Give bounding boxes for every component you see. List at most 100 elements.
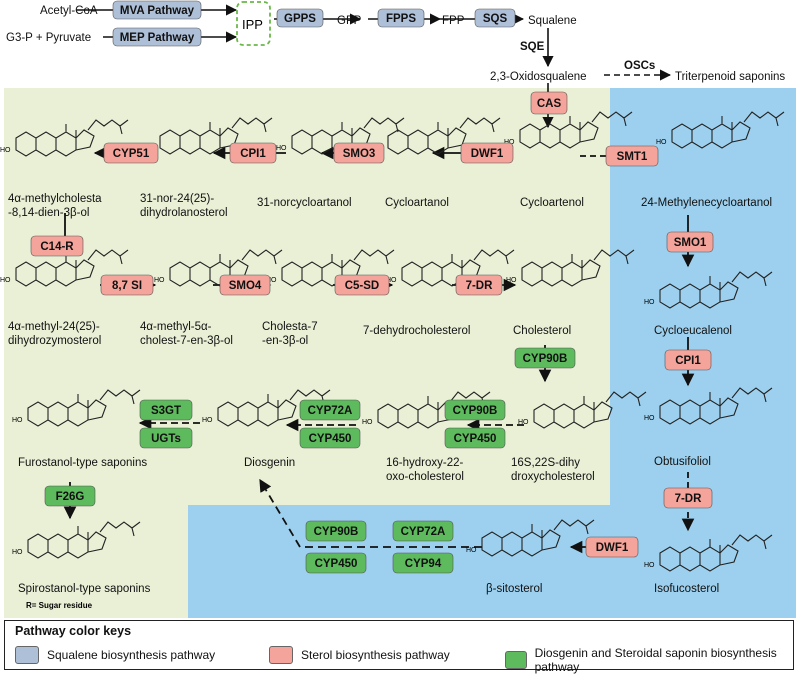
cyp90b-c-badge bbox=[305, 520, 367, 542]
cyp51-badge bbox=[103, 142, 159, 164]
cas-badge-label: CAS bbox=[537, 98, 562, 110]
gpps-badge-label: GPPS bbox=[284, 13, 316, 25]
sterol-swatch bbox=[269, 646, 293, 664]
zymosterol-label-1: 4α-methyl-24(25)- bbox=[8, 321, 100, 333]
obtusifoliol-label: Obtusifoliol bbox=[654, 456, 711, 468]
cyp72a-a-badge-label: CYP72A bbox=[308, 405, 353, 417]
cyp450-b-badge-label: CYP450 bbox=[309, 433, 352, 445]
mep-badge bbox=[112, 27, 202, 47]
ipp-label: IPP bbox=[242, 17, 263, 32]
key-squalene: Squalene biosynthesis pathway bbox=[15, 646, 215, 664]
cpi1-a-badge-label: CPI1 bbox=[240, 148, 266, 160]
c14r-badge-label: C14-R bbox=[40, 241, 74, 253]
cyp450-c-badge-label: CYP450 bbox=[315, 558, 358, 570]
s3gt-badge bbox=[139, 399, 193, 421]
cholest-7-en-label-2: cholest-7-en-3β-ol bbox=[140, 335, 233, 347]
cyp450-b-badge bbox=[299, 427, 361, 449]
smo4-badge bbox=[219, 274, 271, 296]
dr7-a-badge-label: 7-DR bbox=[466, 280, 494, 292]
f26g-badge bbox=[44, 485, 96, 507]
smo1-badge bbox=[666, 231, 714, 253]
cpi1-b-badge-label: CPI1 bbox=[675, 355, 701, 367]
key-title: Pathway color keys bbox=[15, 624, 132, 638]
si87-badge-label: 8,7 SI bbox=[112, 280, 142, 292]
fpps-badge bbox=[377, 8, 425, 28]
squalene-swatch bbox=[15, 646, 39, 664]
dihydroxy-label-1: 16S,22S-dihy bbox=[511, 457, 580, 469]
oxo-label-1: 16-hydroxy-22- bbox=[386, 457, 464, 469]
color-key: Pathway color keys Squalene biosynthesis… bbox=[4, 620, 794, 674]
cpi1-b-badge bbox=[664, 349, 712, 371]
top-labels: Acetyl-CoA G3-P + Pyruvate IPP GPP FPP S… bbox=[6, 5, 785, 83]
cyp51-badge-label: CYP51 bbox=[113, 148, 150, 160]
smo3-badge bbox=[333, 142, 385, 164]
cyp72a-b-badge bbox=[392, 520, 454, 542]
dehydrocholesterol-label: 7-dehydrocholesterol bbox=[363, 325, 470, 337]
ipp-box bbox=[236, 1, 271, 46]
cyp94-badge bbox=[392, 552, 454, 574]
smt1-badge bbox=[605, 145, 659, 167]
key-saponin: Diosgenin and Steroidal saponin biosynth… bbox=[505, 646, 793, 674]
oscs-label: OSCs bbox=[624, 60, 655, 72]
cpi1-a-badge bbox=[229, 142, 277, 164]
triterpenoid-label: Triterpenoid saponins bbox=[675, 71, 785, 83]
cyp72a-a-badge bbox=[299, 399, 361, 421]
furostanol-label: Furostanol-type saponins bbox=[18, 457, 147, 469]
s3gt-badge-label: S3GT bbox=[151, 405, 181, 417]
mep-badge-label: MEP Pathway bbox=[120, 32, 195, 44]
cyp90b-c-badge-label: CYP90B bbox=[314, 526, 359, 538]
cyp90b-b-badge bbox=[444, 399, 506, 421]
dihydrolanosterol-label-1: 31-nor-24(25)- bbox=[140, 193, 214, 205]
dwf1-a-badge bbox=[460, 142, 514, 164]
dihydroxy-label-2: droxycholesterol bbox=[511, 471, 595, 483]
methylcholesta-label-1: 4α-methylcholesta bbox=[8, 193, 102, 205]
key-sterol: Sterol biosynthesis pathway bbox=[269, 646, 450, 664]
cyp90b-a-badge bbox=[514, 347, 576, 369]
cyp90b-b-badge-label: CYP90B bbox=[453, 405, 498, 417]
smo1-badge-label: SMO1 bbox=[674, 237, 707, 249]
cycloartanol-label: Cycloartanol bbox=[385, 197, 449, 209]
dwf1-b-badge-label: DWF1 bbox=[596, 542, 629, 554]
cyp94-badge-label: CYP94 bbox=[405, 558, 442, 570]
ugts-badge-label: UGTs bbox=[151, 433, 181, 445]
fpps-badge-label: FPPS bbox=[386, 13, 416, 25]
cyp450-a-badge-label: CYP450 bbox=[454, 433, 497, 445]
sugar-residue-note: R= Sugar residue bbox=[26, 601, 93, 610]
g3p-label: G3-P + Pyruvate bbox=[6, 32, 91, 44]
squalene-label: Squalene bbox=[528, 15, 577, 27]
smo3-badge-label: SMO3 bbox=[343, 148, 376, 160]
blue-panel bbox=[188, 88, 796, 618]
cycloeucalenol-label: Cycloeucalenol bbox=[654, 325, 732, 337]
smo4-badge-label: SMO4 bbox=[229, 280, 262, 292]
key-sterol-label: Sterol biosynthesis pathway bbox=[301, 648, 450, 662]
dwf1-b-badge bbox=[585, 536, 639, 558]
smt1-badge-label: SMT1 bbox=[617, 151, 648, 163]
cholest-7-en-label-1: 4α-methyl-5α- bbox=[140, 321, 212, 333]
acetyl-coa-label: Acetyl-CoA bbox=[40, 5, 98, 17]
sqe-label: SQE bbox=[520, 41, 545, 53]
dihydrolanosterol-label-2: dihydrolanosterol bbox=[140, 207, 228, 219]
dr7-b-badge-label: 7-DR bbox=[675, 493, 703, 505]
dr7-b-badge bbox=[663, 487, 713, 509]
isofucosterol-label: Isofucosterol bbox=[654, 583, 719, 595]
norcycloartanol-label: 31-norcycloartanol bbox=[257, 197, 352, 209]
oxo-label-2: oxo-cholesterol bbox=[386, 471, 464, 483]
c5sd-badge-label: C5-SD bbox=[345, 280, 380, 292]
mva-badge bbox=[112, 0, 202, 20]
gpp-label: GPP bbox=[337, 15, 362, 27]
methylcholesta-label-2: -8,14-dien-3β-ol bbox=[8, 207, 89, 219]
cholesta-7-label-2: -en-3β-ol bbox=[262, 335, 308, 347]
gpps-badge bbox=[276, 8, 324, 28]
c14r-badge bbox=[30, 235, 84, 257]
key-squalene-label: Squalene biosynthesis pathway bbox=[47, 648, 216, 662]
fpp-label: FPP bbox=[442, 15, 465, 27]
mva-badge-label: MVA Pathway bbox=[120, 5, 195, 17]
sqs-badge-label: SQS bbox=[483, 13, 508, 25]
sitosterol-label: β-sitosterol bbox=[486, 583, 542, 595]
oxidosqualene-label: 2,3-Oxidosqualene bbox=[490, 71, 587, 83]
cyp450-a-badge bbox=[444, 427, 506, 449]
c5sd-badge bbox=[334, 274, 390, 296]
methylenecycloartanol-label: 24-Methylenecycloartanol bbox=[641, 197, 772, 209]
cas-badge bbox=[530, 91, 568, 115]
